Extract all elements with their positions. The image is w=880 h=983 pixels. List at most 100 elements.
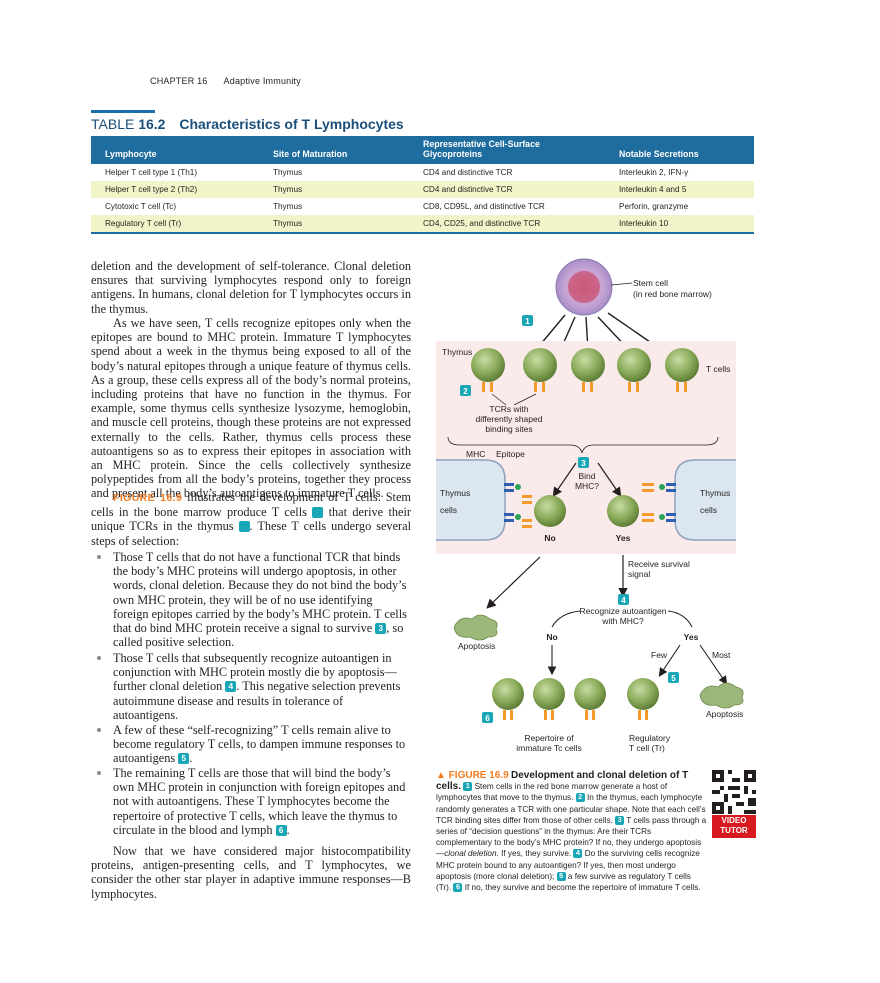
table-cell: Helper T cell type 1 (Th1) [105,168,198,177]
text-run: . [286,822,290,837]
bullet-icon [97,771,101,775]
yes-recognize-label: Yes [684,632,699,642]
step-badge-3: 3 [375,623,387,635]
table-cell: Interleukin 10 [605,215,754,234]
col-header: Site of Maturation [259,136,409,164]
bind-mhc-question: MHC? [575,481,599,491]
bullet-icon [97,555,101,559]
table-number: 16.2 [138,116,166,132]
bullet-item-negative-selection: Those T cells that subsequently recogniz… [97,651,411,722]
thymus-cell-left [436,459,521,541]
tcr-label: differently shaped [476,414,543,424]
fig-badge-2: 2 [463,387,468,396]
t-cell-no-bind [522,495,566,528]
table-title: TABLE 16.2 Characteristics of T Lymphocy… [91,116,404,132]
text-run: In the thymus, each lymphocyte randomly … [436,793,706,825]
regulatory-t-cell [627,678,659,720]
t-cell-row [471,348,699,392]
text-run: a few survive as regulatory T cells (Tr)… [436,871,691,893]
repertoire-label: Repertoire of [524,733,574,743]
bind-mhc-question: Bind [578,471,595,481]
paragraph-epitopes: As we have seen, T cells recognize epito… [91,316,411,501]
chapter-label: CHAPTER 16 [150,76,208,86]
caption-badge-3: 3 [615,815,625,825]
yes-label: Yes [616,533,631,543]
epitope-label: Epitope [496,449,525,459]
step-badge-5: 5 [178,753,190,765]
text-run: A few of these “self-recognizing” T cell… [113,723,406,766]
caption-badge-1: 1 [463,782,473,792]
apoptosis-right-icon [699,682,744,709]
few-label: Few [651,650,668,660]
table-cell: CD8, CD95L, and distinctive TCR [423,202,545,211]
caption-badge-2: 2 [575,793,585,803]
col-header: Lymphocyte [91,136,259,164]
bullet-item-repertoire: The remaining T cells are those that wil… [97,766,411,837]
stem-cell-location: (in red bone marrow) [633,289,712,299]
recognize-question: with MHC? [601,616,644,626]
table-cell: CD4 and distinctive TCR [423,168,513,177]
video-label: VIDEO [721,816,747,825]
col-header: Notable Secretions [605,136,754,164]
apoptosis-left-label: Apoptosis [458,641,495,651]
col-header: Representative Cell-Surface Glycoprotein… [409,136,605,164]
bullet-icon [97,656,101,660]
paragraph-clonal-deletion: deletion and the development of self-tol… [91,259,411,316]
step-badge-2: 2 [238,521,265,533]
thymus-cells-left-label: cells [440,505,457,515]
most-label: Most [712,650,731,660]
stem-cell-icon [555,258,613,316]
fig-badge-1: 1 [525,317,530,326]
text-run: that derive their unique TCRs in the thy… [91,505,411,534]
table-cell: Cytotoxic T cell (Tc) [105,202,177,211]
thymus-cells-right-label: cells [700,505,717,515]
fig-badge-6: 6 [485,714,490,723]
caption-badge-5: 5 [556,871,566,881]
tutor-label: TUTOR [720,826,748,835]
table-row: Regulatory T cell (Tr) Thymus CD4, CD25,… [91,215,754,234]
table-row: Helper T cell type 2 (Th2) Thymus CD4 an… [91,181,754,198]
caption-title: Development and clonal deletion of T cel… [436,770,689,793]
survival-label: Receive survival [628,559,690,569]
table-cell: CD4 and distinctive TCR [409,181,605,198]
figure-reference-link[interactable]: FIGURE 16.9 [113,492,183,504]
table-cell: Thymus [273,168,303,177]
brace [447,436,719,454]
fig-badge-5: 5 [671,674,676,683]
text-run: illustrates the development of T cells. … [91,490,411,520]
qr-code-icon[interactable] [712,770,756,814]
table-cell: CD4, CD25, and distinctive TCR [409,215,605,234]
table-row: Cytotoxic T cell (Tc) Thymus CD8, CD95L,… [91,198,754,215]
t-cell-development-diagram: Stem cell (in red bone marrow) 1 Thymus … [436,258,744,753]
table-cell: Thymus [259,215,409,234]
table-cell: Perforin, granzyme [619,202,689,211]
fig-badge-3: 3 [581,459,586,468]
characteristics-table: Lymphocyte Site of Maturation Representa… [91,136,754,234]
text-run: , so called positive selection. [113,621,404,650]
text-run: . This negative selection prevents autoi… [113,679,401,722]
t-cells-label: T cells [706,364,730,374]
thymus-cell-right [659,459,736,541]
table-cell: Interleukin 2, IFN-γ [619,168,689,177]
recognize-question: Recognize autoantigen [580,606,667,616]
bullet-item-positive-selection: Those T cells that do not have a functio… [97,550,411,650]
text-run: The remaining T cells are those that wil… [113,766,406,837]
survival-label: signal [628,569,650,579]
table-cell: Thymus [259,181,409,198]
thymus-label: Thymus [442,347,472,357]
table-cell: Thymus [273,202,303,211]
t-cell-bind [607,483,654,527]
repertoire-label: immature Tc cells [516,743,582,753]
figure-caption: ▲ FIGURE 16.9 Development and clonal del… [436,770,708,893]
bullet-item-regulatory: A few of these “self-recognizing” T cell… [97,723,411,766]
thymus-cells-left-label: Thymus [440,488,470,498]
text-run: . [189,751,193,766]
table-row: Helper T cell type 1 (Th1) Thymus CD4 an… [91,164,754,181]
thymus-cells-right-label: Thymus [700,488,730,498]
table-rule [91,110,155,113]
paragraph-figure-intro: FIGURE 16.9 illustrates the development … [91,490,411,548]
text-run: Stem cells in the red bone marrow genera… [436,782,668,803]
table-name: Characteristics of T Lymphocytes [179,116,404,132]
